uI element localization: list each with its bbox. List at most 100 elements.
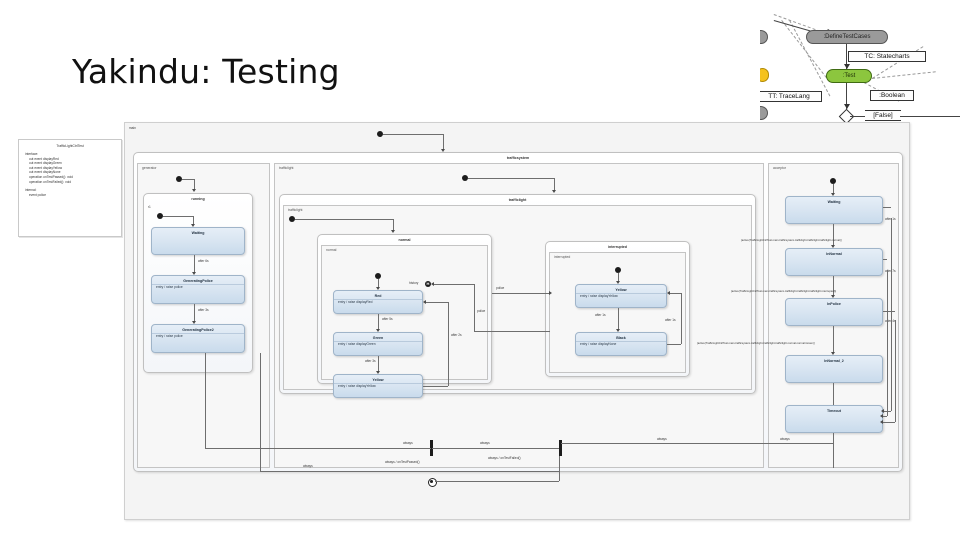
- arrowhead-timeout-1: [881, 409, 884, 413]
- arrowhead-red: [376, 287, 380, 290]
- join-bar-1: [430, 440, 433, 456]
- edge-timeout-down: [833, 433, 834, 468]
- edge-gp-to-gp2: [194, 304, 195, 322]
- edge-yellow-loop-v: [448, 302, 449, 386]
- state-yellow-normal[interactable]: Yellow entry / raise displayYellow: [333, 374, 423, 398]
- edge-always-1-v: [205, 353, 206, 448]
- state-timeout[interactable]: Timeout: [785, 405, 883, 433]
- transition-label: after 1s: [595, 313, 606, 317]
- arrowhead-inpolice: [831, 295, 835, 298]
- transition-label: after 6s: [198, 259, 209, 263]
- state-black[interactable]: Black entry / raise displayNone: [575, 332, 667, 356]
- edge-inpolice-timer: [883, 311, 895, 312]
- fragment-node-yellow[interactable]: [760, 68, 769, 82]
- region-label-trafficlight-inner: trafficlight: [288, 208, 303, 212]
- transition-guard: [active(TrafficLightCtrlTest.main.traffi…: [697, 342, 815, 345]
- edge-normal-to-interrupted: [492, 293, 550, 294]
- state-green[interactable]: Green entry / raise displayGreen: [333, 332, 423, 356]
- edge-waiting-innormal: [833, 224, 834, 246]
- initial-state-main: [377, 131, 383, 137]
- arrowhead-acceptor-waiting: [831, 193, 835, 196]
- transition-guard: [active(TrafficLightCtrlTest.main.traffi…: [741, 239, 842, 242]
- edge-always-2: [260, 471, 560, 472]
- edge-innormal-timer: [883, 259, 887, 260]
- edge-yellow-loop-h2: [426, 302, 448, 303]
- history-node: H: [425, 281, 431, 287]
- state-innormal[interactable]: InNormal: [785, 248, 883, 276]
- edge-decision-false: [850, 116, 866, 117]
- edge-tli-v: [393, 219, 394, 231]
- state-entry-action: entry / raise displayYellow: [580, 293, 618, 298]
- arrowhead-timeout-3: [880, 420, 883, 424]
- arrowhead-yellow-interrupted: [616, 281, 620, 284]
- initial-state-interrupted: [615, 267, 621, 273]
- interface-line: out event displayNone: [29, 170, 61, 175]
- edge-always-3: [432, 448, 559, 449]
- transition-label: after 1s: [885, 217, 896, 221]
- arrowhead-gp2: [192, 321, 196, 324]
- state-waiting-generator[interactable]: Waiting: [151, 227, 245, 255]
- uml-activity-fragment: :DefineTestCases TC: Statecharts :Test T…: [760, 8, 960, 136]
- edge-innormal2-timeout: [833, 383, 834, 405]
- state-yellow-interrupted[interactable]: Yellow entry / raise displayYellow: [575, 284, 667, 308]
- state-generatingpolice2[interactable]: GeneratingPolice2 entry / raise police: [151, 324, 245, 353]
- state-name: Green: [372, 335, 384, 340]
- interface-definition-box: TrafficLightCtrlTest interface: out even…: [18, 139, 122, 237]
- transition-label-police-2: police: [477, 309, 486, 313]
- edge-main-entry-h: [383, 134, 443, 135]
- arrowhead-red-loop: [423, 300, 426, 304]
- fragment-tag-tt-tracelang: TT: TraceLang: [760, 91, 822, 102]
- statechart-canvas[interactable]: main trafficsystem generator running r1 …: [124, 122, 910, 520]
- state-name: Waiting: [827, 199, 841, 204]
- edge-innormal-inpolice: [833, 276, 834, 296]
- region-label-r1: r1: [148, 205, 151, 209]
- interface-line: operation onTestPassed(): void: [29, 174, 73, 179]
- edge-yellow-loop-h1: [423, 386, 448, 387]
- arrowhead-yellow-loop: [667, 291, 670, 295]
- edge-tlo-h: [468, 178, 554, 179]
- transition-label-always: always: [780, 437, 790, 441]
- edge-always-1: [205, 448, 431, 449]
- arrowhead-history-in: [431, 282, 434, 286]
- edge-gen-entry-h: [182, 179, 194, 180]
- fragment-node-test[interactable]: :Test: [826, 69, 872, 83]
- arrowhead-running: [192, 189, 196, 192]
- transition-label-always: always: [403, 441, 413, 445]
- transition-label: after 4s: [885, 319, 896, 323]
- arrowhead-trafficlight-state: [552, 190, 556, 193]
- state-generatingpolice[interactable]: GeneratingPolice entry / raise police: [151, 275, 245, 304]
- region-label-trafficlight-outer: trafficlight: [279, 166, 294, 170]
- initial-state-normal: [375, 273, 381, 279]
- region-label-main: main: [129, 126, 136, 130]
- edge-test-to-decision: [846, 83, 847, 110]
- initial-state-generator: [176, 176, 182, 182]
- arrowhead-innormal2: [831, 352, 835, 355]
- state-name: Timeout: [827, 408, 841, 413]
- state-name: GeneratingPolice: [183, 278, 213, 283]
- fragment-node-gray-left-top[interactable]: [760, 30, 768, 44]
- arrowhead-trafficsystem: [441, 149, 445, 152]
- transition-label: after 3s: [365, 359, 376, 363]
- edge-timer3-h: [883, 422, 895, 423]
- state-acceptor-waiting[interactable]: Waiting: [785, 196, 883, 224]
- page-title: Yakindu: Testing: [72, 52, 340, 91]
- transition-label: after 1s: [665, 318, 676, 322]
- edge-r1-entry-h: [163, 216, 193, 217]
- fragment-node-gray-left-bottom[interactable]: [760, 106, 768, 120]
- state-innormal2[interactable]: InNormal_2: [785, 355, 883, 383]
- arrowhead-black: [616, 329, 620, 332]
- fragment-node-definetestcases[interactable]: :DefineTestCases: [806, 30, 888, 44]
- edge-red-green: [378, 314, 379, 330]
- state-name: Red: [374, 293, 382, 298]
- edge-definetestcases-to-test: [846, 44, 847, 69]
- state-red[interactable]: Red entry / raise displayRed: [333, 290, 423, 314]
- edge-r1-entry-v: [193, 216, 194, 225]
- arrowhead-timeout-2: [880, 414, 883, 418]
- state-name: InNormal: [826, 251, 842, 256]
- edge-timer2-v: [887, 270, 888, 416]
- edge-black-loop-h2: [670, 293, 681, 294]
- join-bar-2: [559, 440, 562, 456]
- edge-acceptor-init: [833, 184, 834, 194]
- state-inpolice[interactable]: InPolice: [785, 298, 883, 326]
